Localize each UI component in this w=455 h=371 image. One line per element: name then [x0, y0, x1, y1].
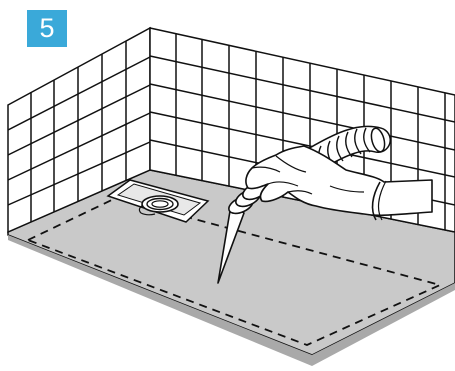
step-number-badge: 5 — [27, 10, 67, 47]
